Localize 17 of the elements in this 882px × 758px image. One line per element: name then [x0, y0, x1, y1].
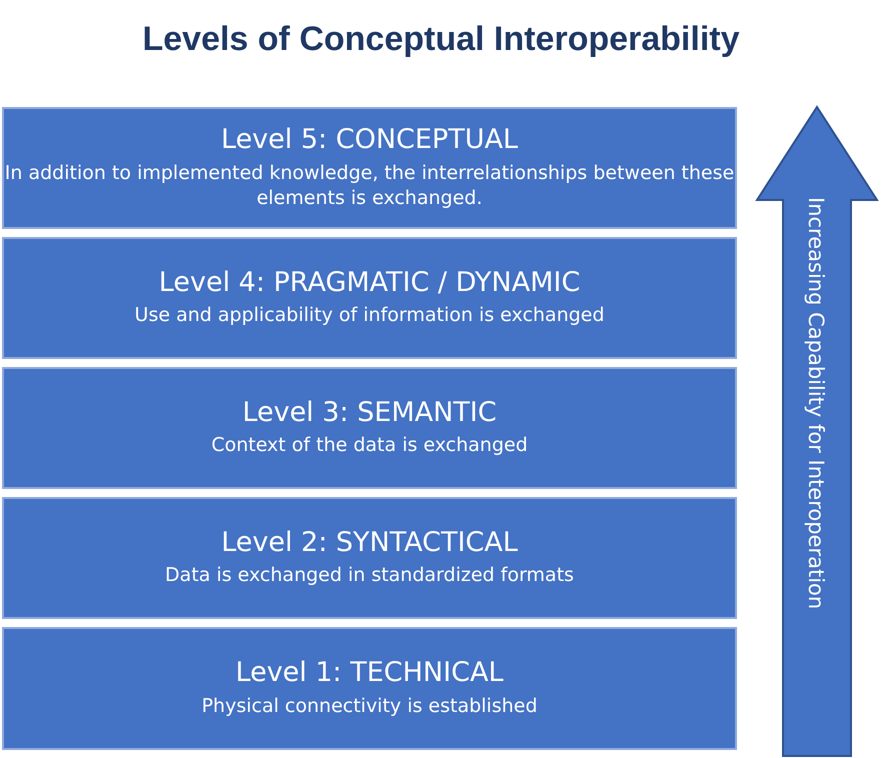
level-box — [2, 107, 737, 229]
level-description: In addition to implemented knowledge, the interrelationships between these elements is exchanged. — [4, 160, 735, 212]
level-box — [2, 497, 737, 619]
level-box — [2, 367, 737, 489]
level-description: Context of the data is exchanged — [211, 433, 528, 458]
level-heading: Level 5: CONCEPTUAL — [221, 124, 518, 157]
level-box — [2, 237, 737, 359]
level-description: Physical connectivity is established — [202, 694, 538, 719]
level-box — [2, 627, 737, 750]
level-description: Use and applicability of information is exchanged — [134, 303, 604, 328]
level-description: Data is exchanged in standardized formats — [165, 563, 574, 588]
level-heading: Level 4: PRAGMATIC / DYNAMIC — [158, 266, 580, 300]
level-heading: Level 3: SEMANTIC — [242, 396, 497, 430]
level-heading: Level 1: TECHNICAL — [236, 657, 504, 690]
level-heading: Level 2: SYNTACTICAL — [221, 526, 518, 560]
arrow-label: Increasing Capability for Interoperation — [804, 197, 828, 610]
diagram-title: Levels of Conceptual Interoperability — [141, 20, 740, 59]
